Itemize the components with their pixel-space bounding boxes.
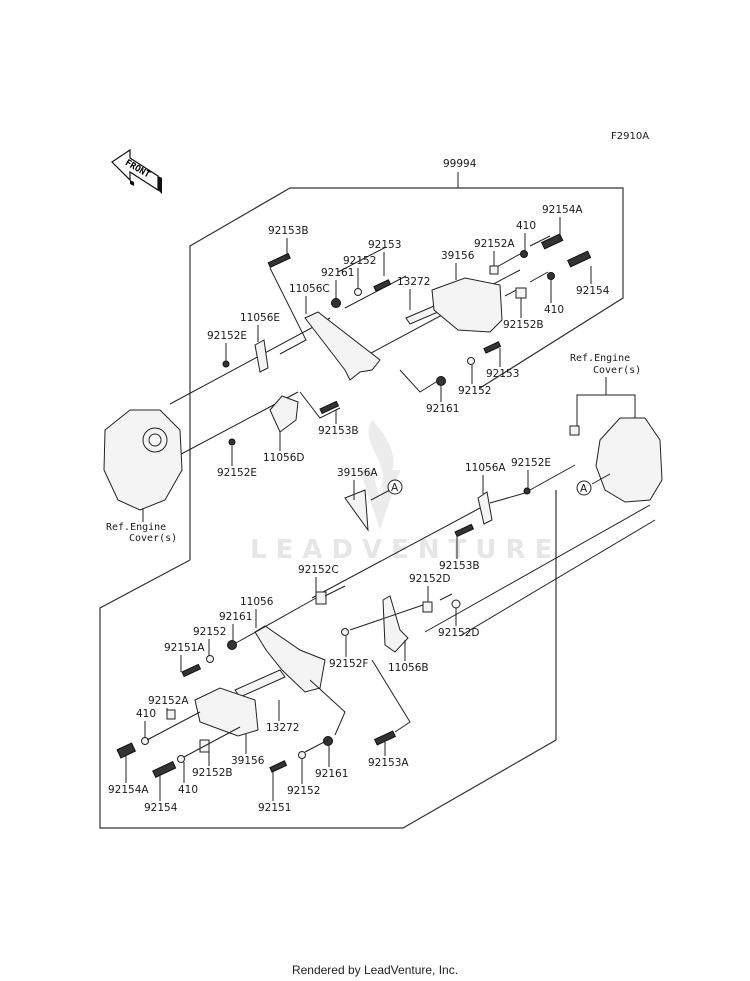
part-label[interactable]: 92154A: [108, 784, 149, 796]
part-label[interactable]: 92153A: [368, 757, 409, 769]
part-label[interactable]: 92152: [343, 255, 376, 267]
ref-engine-left-line1: Ref.Engine: [106, 522, 166, 533]
part-label[interactable]: 11056B: [388, 662, 429, 674]
part-label[interactable]: 92152B: [503, 319, 544, 331]
middle-parts: A 39156A 11056A 92152E 92153B: [311, 457, 656, 637]
part-label[interactable]: 92152D: [409, 573, 451, 585]
part-label[interactable]: 11056: [240, 596, 274, 608]
part-label[interactable]: 11056A: [465, 462, 506, 474]
part-label[interactable]: 92151: [258, 802, 291, 814]
right-engine-cover-icon: [595, 417, 663, 503]
front-arrow-icon: FRONT: [111, 148, 162, 194]
watermark-flame-icon: [360, 420, 400, 530]
part-label[interactable]: 92153B: [268, 225, 309, 237]
part-label[interactable]: 92152A: [474, 238, 515, 250]
plate-39156A-icon: [344, 489, 369, 532]
callout-circle: [387, 479, 403, 495]
lower-parts: [116, 585, 461, 778]
part-label[interactable]: 13272: [397, 276, 430, 288]
callout-a-right: A: [580, 483, 588, 495]
left-engine-cover-icon: [103, 409, 183, 511]
part-label[interactable]: 92152C: [298, 564, 339, 576]
watermark: LEADVENTURE: [250, 420, 561, 565]
part-label[interactable]: 92153B: [439, 560, 480, 572]
part-label[interactable]: 39156: [231, 755, 265, 767]
part-label[interactable]: 92152E: [217, 467, 257, 479]
part-label[interactable]: 92152E: [511, 457, 551, 469]
callout-a-left: A: [391, 482, 399, 494]
ref-engine-left-line2: Cover(s): [129, 533, 177, 544]
part-label[interactable]: 92161: [219, 611, 252, 623]
part-label[interactable]: 92153B: [318, 425, 359, 437]
upper-parts: [103, 233, 592, 511]
part-label[interactable]: 39156A: [337, 467, 378, 479]
lower-frame: [99, 490, 557, 829]
watermark-text: LEADVENTURE: [250, 535, 561, 565]
part-label[interactable]: 92153: [486, 368, 519, 380]
part-label[interactable]: 11056E: [240, 312, 280, 324]
part-label[interactable]: 11056C: [289, 283, 330, 295]
ref-engine-right-line1: Ref.Engine: [570, 353, 630, 364]
part-label[interactable]: 11056D: [263, 452, 305, 464]
part-label[interactable]: 39156: [441, 250, 475, 262]
part-label[interactable]: 410: [516, 220, 536, 232]
part-label[interactable]: 410: [136, 708, 156, 720]
part-label[interactable]: 410: [178, 784, 198, 796]
upper-labels: 92153B 92153 92152 92161 11056C 11056E 9…: [207, 204, 610, 479]
part-label[interactable]: 92151A: [164, 642, 205, 654]
ref-engine-right-line2: Cover(s): [593, 365, 641, 376]
part-label[interactable]: 13272: [266, 722, 299, 734]
assembly-label: 99994: [443, 158, 477, 170]
part-label[interactable]: 92152: [458, 385, 491, 397]
part-label[interactable]: 92152E: [207, 330, 247, 342]
part-label[interactable]: 92161: [321, 267, 354, 279]
part-label[interactable]: 92161: [315, 768, 348, 780]
part-label[interactable]: 92152: [193, 626, 226, 638]
part-label[interactable]: 92152A: [148, 695, 189, 707]
part-label[interactable]: 92152: [287, 785, 320, 797]
lower-labels: 92152C 11056 92161 92152 92151A 92152D 9…: [108, 564, 480, 814]
part-label[interactable]: 410: [544, 304, 564, 316]
left-engine-ref: Ref.Engine Cover(s): [106, 508, 177, 544]
part-label[interactable]: 92161: [426, 403, 459, 415]
part-label[interactable]: 92154A: [542, 204, 583, 216]
part-label[interactable]: 92152F: [329, 658, 368, 670]
part-label[interactable]: 92153: [368, 239, 401, 251]
right-engine-ref: Ref.Engine Cover(s) A: [569, 353, 663, 503]
part-label[interactable]: 92152B: [192, 767, 233, 779]
upper-frame: [189, 187, 624, 560]
footer-credit: Rendered by LeadVenture, Inc.: [291, 963, 459, 977]
part-label[interactable]: 92154: [144, 802, 178, 814]
part-label[interactable]: 92152D: [438, 627, 480, 639]
figure-code: F2910A: [611, 131, 649, 142]
bolt-icon: [267, 252, 291, 269]
part-label[interactable]: 92154: [576, 285, 610, 297]
